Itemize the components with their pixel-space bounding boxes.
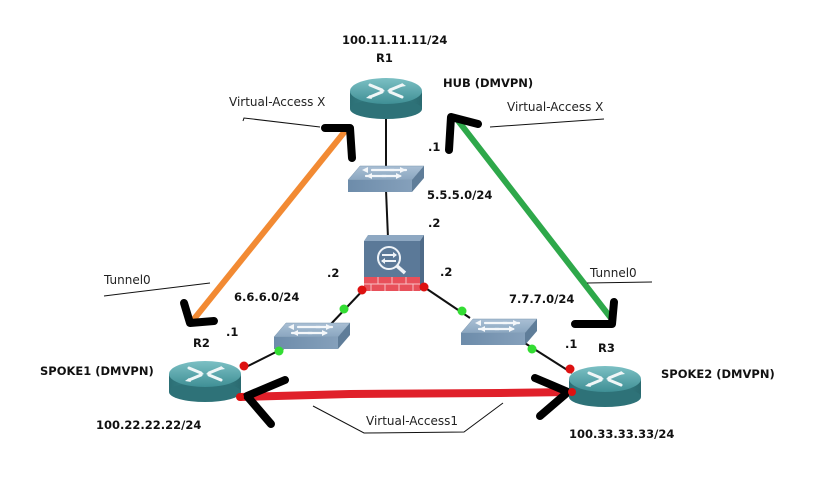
net6-fw-host-label: .2 [327,266,339,280]
router-r2-icon[interactable] [167,359,243,404]
arrow-to-r2-top [180,299,218,327]
leader-spoke2-tunnel [586,281,653,284]
switch-net6-icon[interactable] [272,321,352,351]
r3-ip-label: 100.33.33.33/24 [569,427,674,441]
r3-role-label: SPOKE2 (DMVPN) [661,367,775,381]
spoke1-tunnel-label: Tunnel0 [103,273,151,287]
net6-r2-host-label: .1 [226,325,238,339]
leader-hub-left [242,117,321,128]
net7-fw-host-label: .2 [440,265,452,279]
hub-right-interface-label: Virtual-Access X [507,100,603,114]
r2-ip-label: 100.22.22.22/24 [96,418,201,432]
tunnel-r1-r3 [453,116,617,324]
port-sw2-bottom [274,346,284,356]
leader-hub-right [489,118,605,128]
r1-name-label: R1 [376,51,393,65]
spoke2-tunnel-label: Tunnel0 [589,266,637,280]
port-fw-right [419,282,429,292]
port-r2-right [239,361,249,371]
net5-subnet-label: 5.5.5.0/24 [427,188,492,202]
spoke-to-spoke-interface-label: Virtual-Access1 [366,414,458,428]
arrow-to-r1-left [321,124,356,162]
r2-role-label: SPOKE1 (DMVPN) [40,364,154,378]
leader-virtual-access1 [312,402,504,434]
link-sw1-fw [385,189,389,239]
arrow-to-r3-top [571,298,618,328]
r1-role-label: HUB (DMVPN) [443,76,533,90]
tunnel-r2-r3 [239,388,573,401]
tunnel-r1-r2 [187,128,349,326]
port-fw-left [357,285,367,295]
net7-r3-host-label: .1 [565,337,577,351]
switch-net5-icon[interactable] [346,164,426,194]
port-r3-tunnel [568,388,576,396]
port-sw3-top [457,306,467,316]
arrow-to-r2-left [243,376,289,428]
port-r3-left [565,364,575,374]
link-sw3-r3 [519,339,573,374]
port-sw2-top [339,304,349,314]
r2-name-label: R2 [193,336,210,350]
router-r1-icon[interactable] [348,76,424,121]
net5-r1-host-label: .1 [428,140,440,154]
leader-spoke1-tunnel [103,282,211,297]
net6-subnet-label: 6.6.6.0/24 [234,290,299,304]
net5-fw-host-label: .2 [428,216,440,230]
r3-name-label: R3 [598,341,615,355]
annotation-lines [103,117,653,434]
r1-ip-label: 100.11.11.11/24 [342,33,447,47]
arrow-to-r1-right [445,113,482,154]
firewall-icon[interactable] [364,235,424,291]
port-sw3-bottom [527,344,537,354]
port-indicators [236,282,576,401]
hub-left-interface-label: Virtual-Access X [229,95,325,109]
router-r3-icon[interactable] [567,364,643,409]
port-r2-tunnel [236,393,244,401]
switch-net7-icon[interactable] [459,317,539,347]
net7-subnet-label: 7.7.7.0/24 [509,292,574,306]
arrow-to-r3-right [531,374,572,420]
